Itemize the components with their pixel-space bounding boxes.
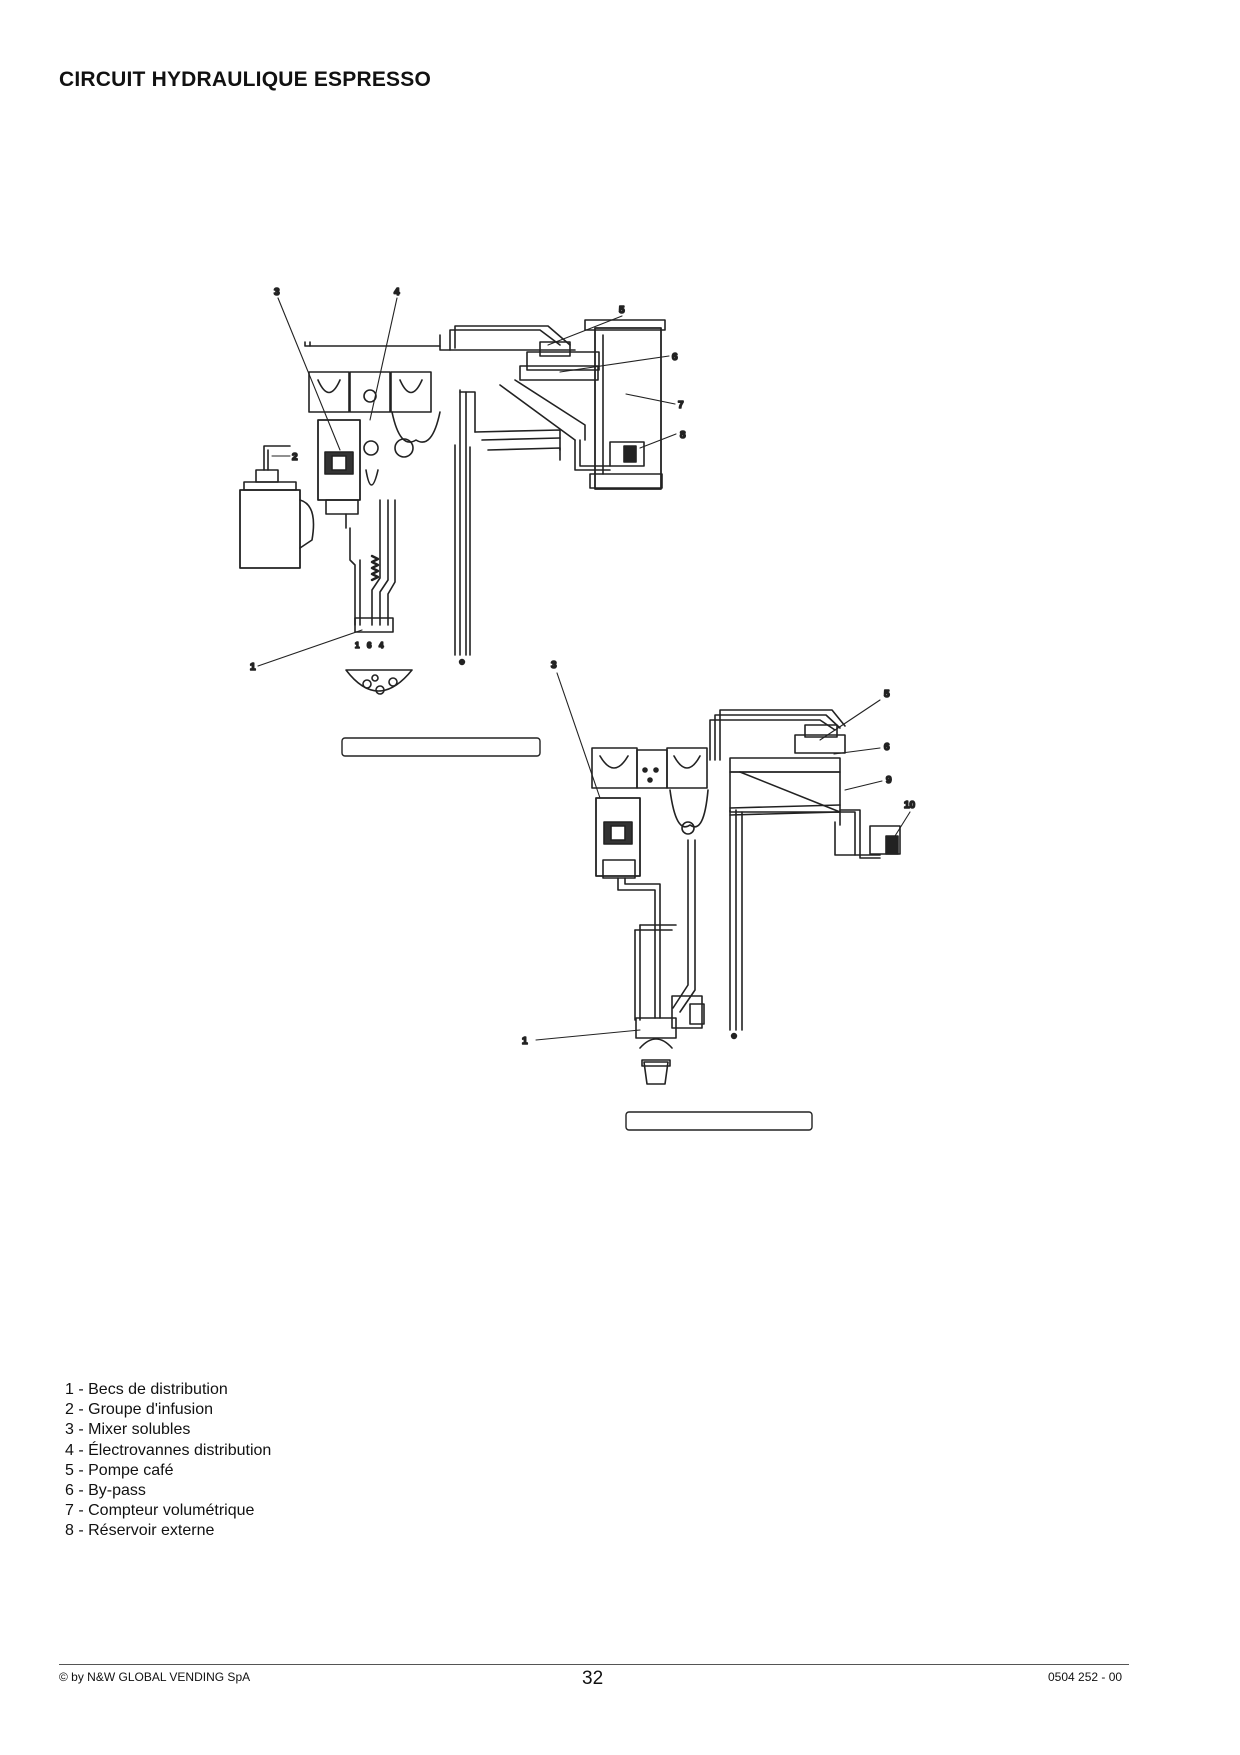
callout-bottom-3: 3: [551, 660, 557, 671]
callout-bottom-10: 10: [904, 800, 916, 811]
callout-top-7: 7: [678, 400, 684, 411]
callout-top-1: 1: [250, 662, 256, 673]
callout-top-8: 8: [680, 430, 686, 441]
legend-item: 4 - Électrovannes distribution: [65, 1441, 272, 1459]
parts-legend: 1 - Becs de distribution 2 - Groupe d'in…: [65, 1380, 271, 1542]
legend-item: 6 - By-pass: [65, 1482, 146, 1500]
callout-bottom-6: 6: [884, 742, 890, 753]
legend-item: 3 - Mixer solubles: [65, 1421, 191, 1439]
callout-top-2: 2: [292, 452, 298, 463]
callout-bottom-5: 5: [884, 689, 890, 700]
callout-top-4: 4: [394, 287, 400, 298]
callout-top-5: 5: [619, 305, 625, 316]
diagram-bottom: 3 5 6 9 10 1: [521, 659, 916, 1131]
legend-item: 8 - Réservoir externe: [65, 1522, 215, 1540]
nozzle-label-4: 4: [379, 641, 384, 650]
page-title: CIRCUIT HYDRAULIQUE ESPRESSO: [59, 68, 431, 91]
legend-item: 5 - Pompe café: [65, 1461, 174, 1479]
document-code: 0504 252 - 00: [1048, 1670, 1123, 1684]
legend-item: 1 - Becs de distribution: [65, 1381, 228, 1398]
callout-bottom-1: 1: [522, 1036, 528, 1047]
callout-top-6: 6: [672, 352, 678, 363]
legend-item: 2 - Groupe d'infusion: [65, 1401, 214, 1419]
hydraulic-diagrams: 3 4 5 6 7 8 2 1 1 6 4: [239, 286, 916, 1131]
callout-bottom-9: 9: [886, 775, 892, 786]
footer-copyright: © by N&W GLOBAL VENDING SpA: [59, 1670, 251, 1684]
callout-top-3: 3: [274, 287, 280, 298]
diagram-top: 3 4 5 6 7 8 2 1 1 6 4: [239, 286, 687, 757]
nozzle-label-1: 1: [355, 641, 360, 650]
page-number: 32: [582, 1668, 604, 1689]
legend-item: 7 - Compteur volumétrique: [65, 1502, 255, 1520]
nozzle-label-6: 6: [367, 641, 372, 650]
footer-divider: [59, 1664, 1129, 1665]
